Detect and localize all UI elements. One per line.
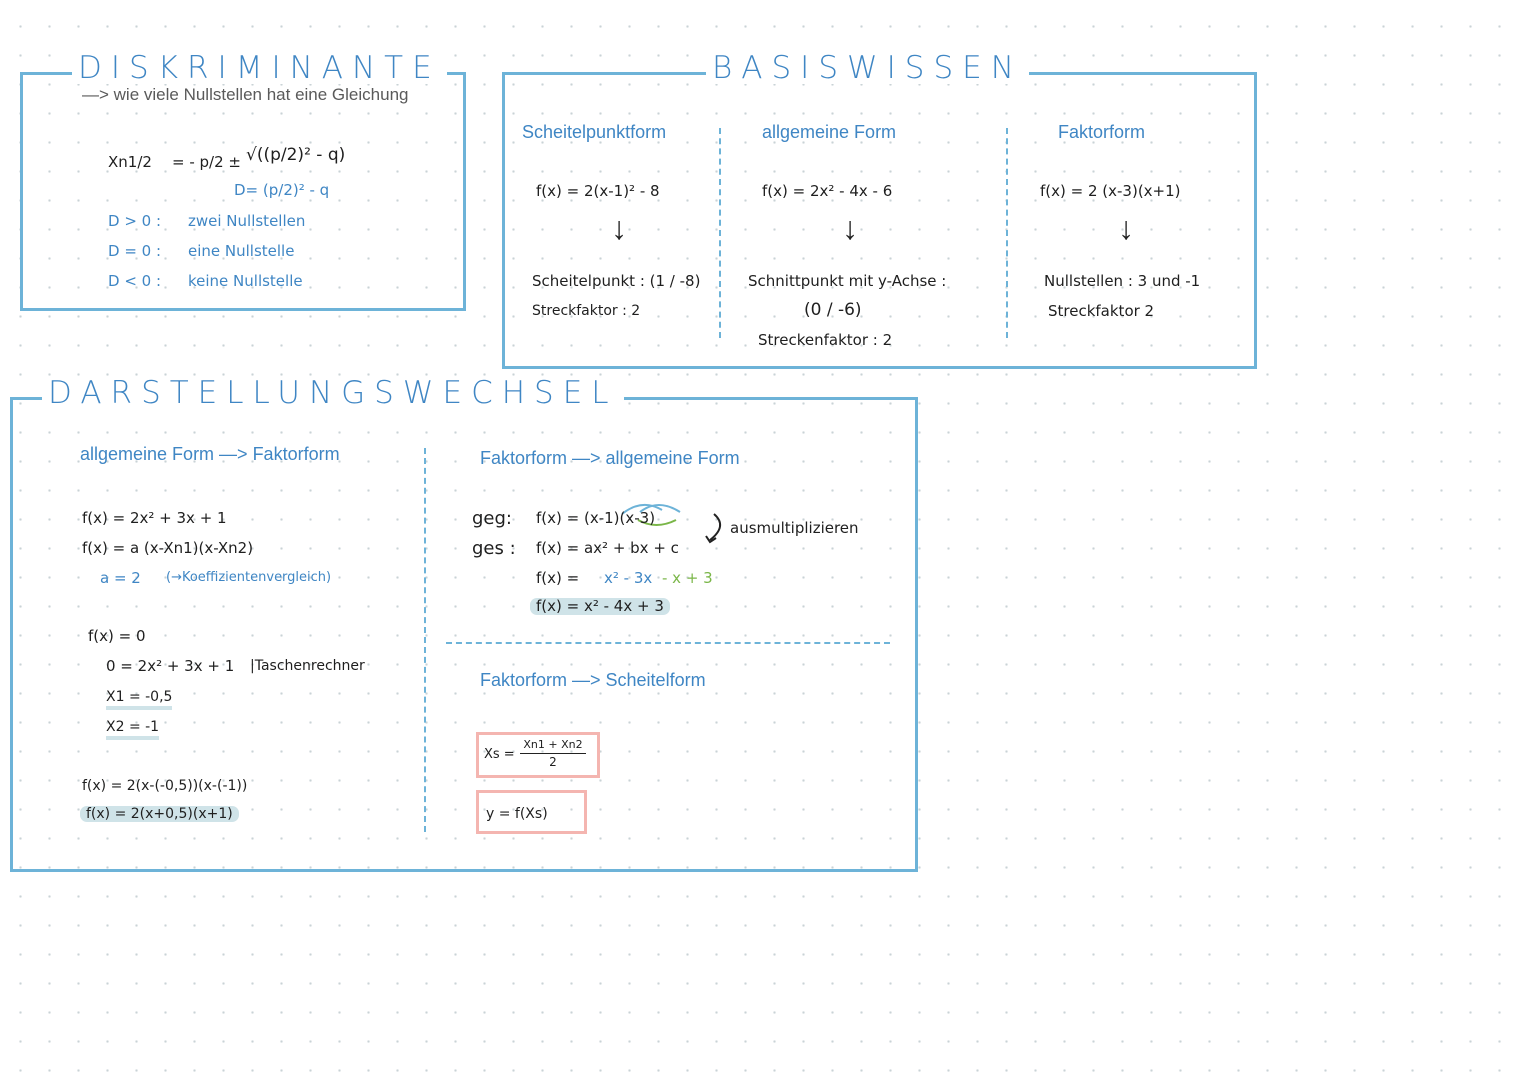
step-part-b: - x + 3 [662, 569, 713, 587]
faktor-zu-allgemein-heading: Faktorform —> allgemeine Form [480, 448, 740, 468]
y-formula: y = f(Xs) [486, 806, 548, 822]
case-text-2: eine Nullstelle [188, 242, 295, 260]
left-line-4: f(x) = 0 [88, 627, 146, 645]
case-cond-2: D = 0 : [108, 242, 162, 260]
schnittpunkt-value: (0 / -6) [804, 300, 862, 320]
formula-root: √((p/2)² - q) [246, 145, 346, 165]
formula-d: D= (p/2)² - q [234, 181, 330, 199]
allgemeine-form-heading: allgemeine Form [762, 122, 897, 142]
formula-rhs: = - p/2 ± [172, 153, 241, 171]
schnittpunkt-line: Schnittpunkt mit y-Achse : [748, 272, 947, 290]
left-line-2: f(x) = a (x-Xn1)(x-Xn2) [82, 539, 254, 557]
down-arrow-icon: ↓ [1118, 210, 1134, 246]
faktorform-streckfaktor-line: Streckfaktor 2 [1048, 302, 1155, 320]
streckfaktor-line: Streckfaktor : 2 [532, 303, 641, 319]
formula-lhs: Xn1/2 [108, 153, 152, 171]
down-arrow-icon: ↓ [611, 210, 627, 246]
darstellung-divider-horizontal [446, 642, 890, 644]
case-cond-3: D < 0 : [108, 272, 162, 290]
allgemeine-form-formula: f(x) = 2x² - 4x - 6 [762, 182, 893, 200]
result-formula: f(x) = x² - 4x + 3 [530, 597, 670, 616]
darstellungswechsel-title: DARSTELLUNGSWECHSEL [42, 378, 624, 409]
step-part-a: x² - 3x [604, 569, 653, 587]
darstellungswechsel-box [10, 397, 918, 872]
darstellung-divider-vertical [424, 448, 426, 832]
diskriminante-title: DISKRIMINANTE [72, 53, 447, 84]
multiplication-arrows-icon [621, 503, 681, 526]
xs-denominator: 2 [549, 755, 557, 769]
left-line-5a: 0 = 2x² + 3x + 1 [106, 657, 235, 675]
basiswissen-title: BASISWISSEN [706, 53, 1029, 84]
case-text-3: keine Nullstelle [188, 272, 303, 290]
faktorform-formula: f(x) = 2 (x-3)(x+1) [1040, 182, 1181, 200]
basiswissen-divider-1 [719, 128, 721, 338]
left-line-8: f(x) = 2(x-(-0,5))(x-(-1)) [82, 778, 248, 794]
step-lhs: f(x) = [536, 569, 580, 587]
left-line-6: X1 = -0,5 [106, 689, 173, 711]
nullstellen-line: Nullstellen : 3 und -1 [1044, 272, 1201, 290]
y-formula-box [476, 790, 587, 834]
scheitelpunktform-heading: Scheitelpunktform [522, 122, 667, 142]
scheitelpunktform-formula: f(x) = 2(x-1)² - 8 [536, 182, 660, 200]
xs-numerator: Xn1 + Xn2 [520, 738, 586, 754]
left-line-7: X2 = -1 [106, 719, 160, 741]
left-line-1: f(x) = 2x² + 3x + 1 [82, 509, 227, 527]
allgemein-zu-faktor-heading: allgemeine Form —> Faktorform [80, 444, 340, 464]
faktorform-heading: Faktorform [1058, 122, 1146, 142]
faktor-zu-scheitel-heading: Faktorform —> Scheitelform [480, 670, 706, 690]
left-line-5b: |Taschenrechner [250, 658, 365, 674]
ausmultiplizieren-note: ausmultiplizieren [730, 519, 859, 537]
xs-fraction: Xn1 + Xn2 2 [520, 738, 586, 769]
left-line-3a: a = 2 [100, 569, 141, 587]
streckenfaktor-line: Streckenfaktor : 2 [758, 331, 893, 349]
scheitelpunkt-line: Scheitelpunkt : (1 / -8) [532, 272, 701, 290]
geg-formula: f(x) = (x-1)(x-3) [536, 509, 656, 527]
ges-formula: f(x) = ax² + bx + c [536, 539, 679, 557]
left-line-9-result: f(x) = 2(x+0,5)(x+1) [80, 806, 239, 823]
basiswissen-divider-2 [1006, 128, 1008, 338]
ges-label: ges : [472, 538, 516, 559]
curved-arrow-icon [705, 513, 721, 544]
diskriminante-subtitle: —> wie viele Nullstellen hat eine Gleich… [82, 85, 409, 104]
left-line-3b: (→Koeffizientenvergleich) [166, 570, 332, 585]
geg-label: geg: [472, 508, 512, 529]
case-cond-1: D > 0 : [108, 212, 162, 230]
xs-formula-box [476, 732, 600, 778]
down-arrow-icon: ↓ [842, 210, 858, 246]
case-text-1: zwei Nullstellen [188, 212, 306, 230]
xs-label: Xs = [484, 747, 515, 762]
